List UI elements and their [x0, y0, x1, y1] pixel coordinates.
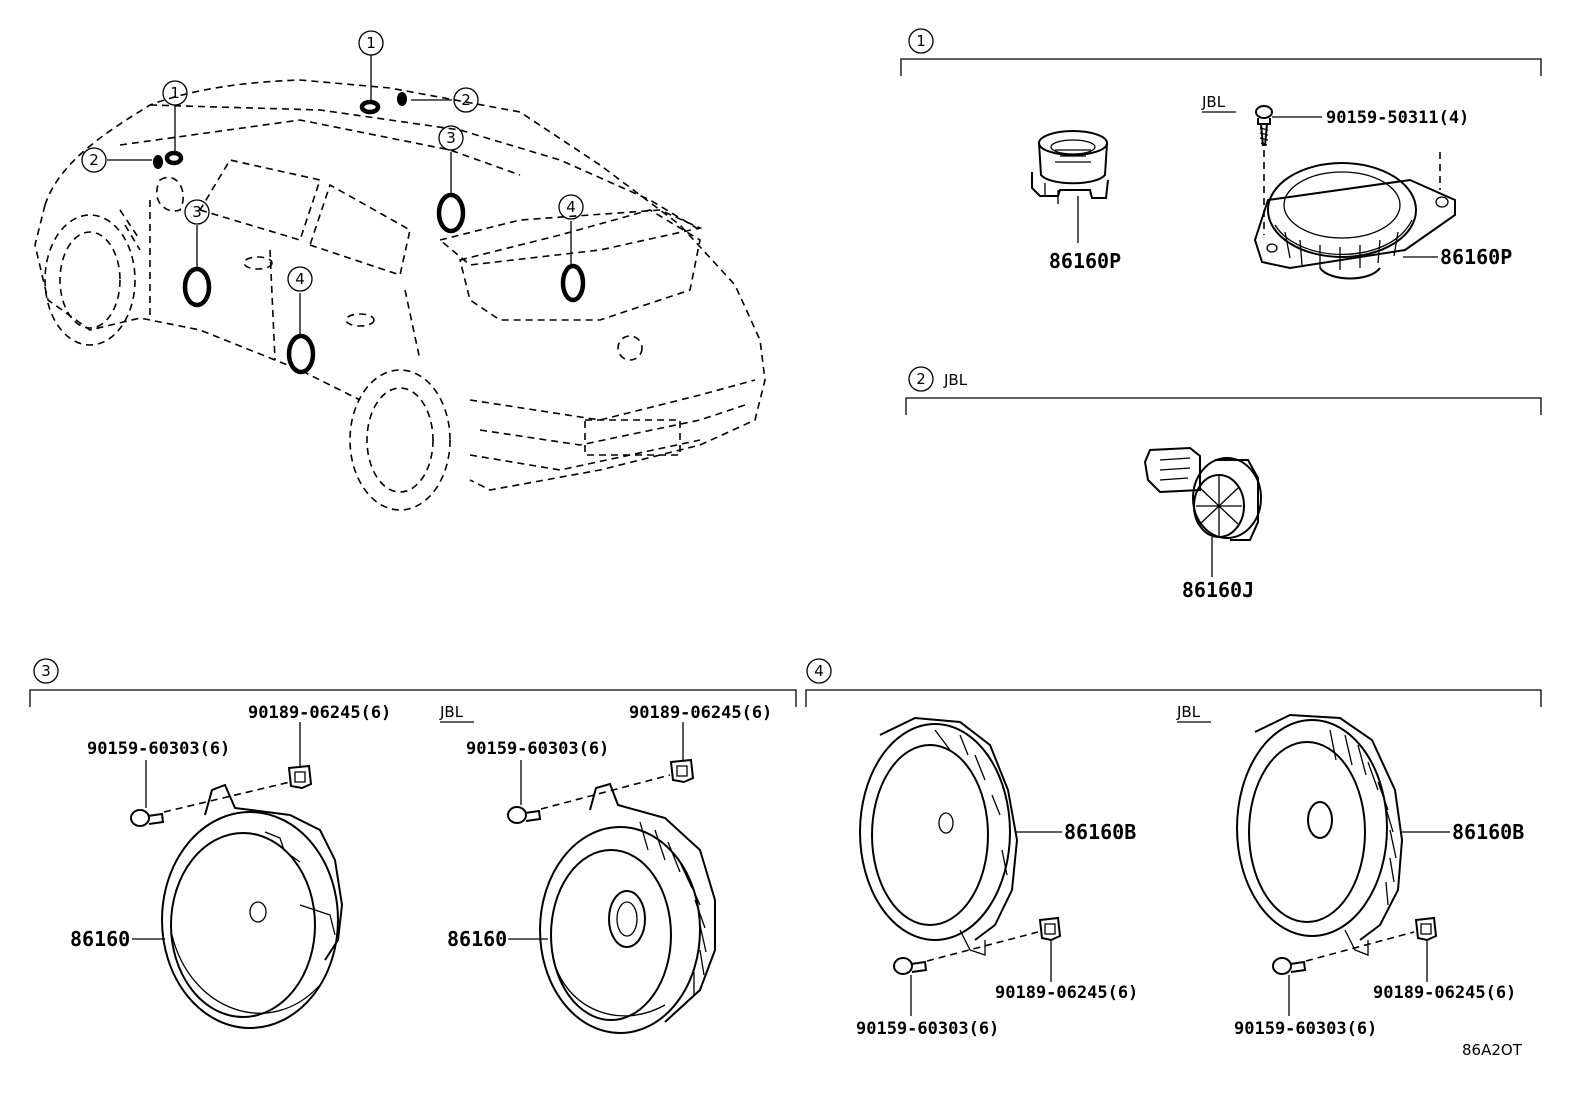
part-number-clip-jbl-4: 90189-06245(6) — [1373, 983, 1516, 1003]
callout-2-roof: 2 — [453, 87, 479, 113]
svg-text:4: 4 — [295, 270, 305, 288]
callout-3-front: 3 — [184, 199, 210, 225]
svg-text:3: 3 — [192, 203, 202, 221]
part-number-speaker-jbl-4: 86160B — [1452, 820, 1524, 844]
jbl-label-section-4: JBL — [1176, 703, 1201, 721]
svg-text:1: 1 — [170, 84, 180, 102]
tweeter-86160j — [1143, 446, 1262, 577]
jbl-door-speaker-86160b — [1236, 713, 1404, 956]
screw-icon — [1255, 105, 1273, 147]
jbl-label-section-2: JBL — [943, 371, 968, 389]
part-number-screw-std-4: 90159-60303(6) — [856, 1019, 999, 1039]
section-3: 3 90189-06245(6) 90159-60303(6) 86160 JB… — [29, 658, 797, 1034]
part-number-screw-std-3: 90159-60303(6) — [87, 739, 230, 759]
diagram-code: 86A2OT — [1462, 1041, 1523, 1059]
callout-4-front: 4 — [287, 266, 313, 292]
clip-icon — [1414, 916, 1438, 942]
part-number-speaker-jbl-3: 86160 — [447, 927, 507, 951]
part-number-clip-std-3: 90189-06245(6) — [248, 703, 391, 723]
part-number-screw-jbl-3: 90159-60303(6) — [466, 739, 609, 759]
jbl-label-section-3: JBL — [439, 703, 464, 721]
callout-3-rear: 3 — [438, 125, 464, 151]
part-number-tweeter-86160j: 86160J — [1182, 578, 1254, 602]
screw-icon — [507, 806, 542, 824]
clip-icon — [287, 764, 313, 790]
clip-icon — [669, 758, 695, 784]
svg-text:2: 2 — [89, 151, 99, 169]
jbl-label-section-1: JBL — [1201, 93, 1226, 111]
vehicle-illustration: 1 1 2 2 3 3 4 4 — [34, 30, 766, 511]
section-3-number: 3 — [41, 662, 51, 680]
section-4-number: 4 — [814, 662, 824, 680]
part-number-screw-jbl-4: 90159-60303(6) — [1234, 1019, 1377, 1039]
screw-icon — [893, 957, 928, 975]
jbl-door-speaker-86160 — [539, 782, 716, 1034]
part-number-screw: 90159-50311(4) — [1326, 108, 1469, 128]
svg-text:1: 1 — [366, 34, 376, 52]
tweeter-86160p — [1031, 130, 1109, 243]
door-speaker-86160b — [859, 716, 1019, 956]
section-4: 4 86160B 90189-06245(6) 90159-60303(6) J… — [805, 658, 1542, 1039]
callout-1-front: 1 — [162, 80, 188, 106]
screw-icon — [130, 809, 165, 827]
svg-text:3: 3 — [446, 129, 456, 147]
screw-icon — [1272, 957, 1307, 975]
part-number-tweeter: 86160P — [1049, 249, 1121, 273]
svg-text:4: 4 — [566, 198, 576, 216]
part-number-clip-jbl-3: 90189-06245(6) — [629, 703, 772, 723]
section-1-number: 1 — [916, 32, 926, 50]
callout-4-rear: 4 — [558, 194, 584, 220]
jbl-tweeter-86160p — [1253, 150, 1456, 280]
section-2-number: 2 — [916, 370, 926, 388]
clip-icon — [1038, 916, 1062, 942]
door-speaker-86160 — [161, 783, 344, 1029]
svg-text:2: 2 — [461, 91, 471, 109]
part-number-speaker-std-3: 86160 — [70, 927, 130, 951]
section-1: 1 86160P JBL 90159-50311(4) — [900, 28, 1542, 280]
callout-1-roof: 1 — [358, 30, 384, 56]
section-2: 2 JBL 86160J — [905, 366, 1542, 602]
part-number-clip-std-4: 90189-06245(6) — [995, 983, 1138, 1003]
part-number-speaker-std-4: 86160B — [1064, 820, 1136, 844]
callout-2-front: 2 — [81, 147, 107, 173]
part-number-jbl-tweeter: 86160P — [1440, 245, 1512, 269]
